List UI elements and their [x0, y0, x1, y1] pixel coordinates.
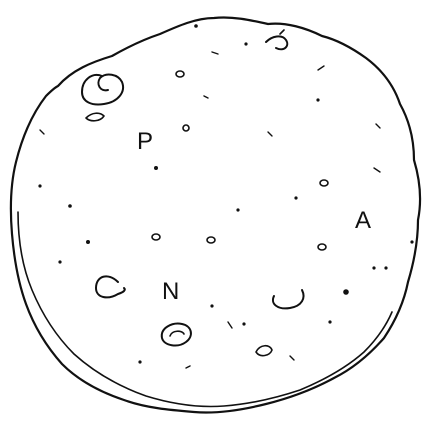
crumb-mark	[228, 322, 232, 328]
crumb-mark	[290, 356, 294, 360]
crumb-mark	[266, 36, 287, 49]
crumb-swirl	[86, 113, 104, 121]
crumb-mark	[186, 366, 190, 368]
crumb-swirl	[82, 75, 123, 105]
crumb-dot	[38, 184, 41, 187]
crumb-dot	[316, 98, 319, 101]
crumb-mark	[212, 52, 218, 54]
crumb-dot	[236, 208, 239, 211]
crumb-ring	[207, 237, 215, 243]
crumb-mark	[280, 30, 284, 34]
crumb-swirl	[273, 290, 304, 308]
crumb-mark	[268, 132, 272, 136]
crumb-ring	[318, 244, 326, 250]
crumb-dot	[194, 24, 198, 28]
crumb-dot	[410, 240, 413, 243]
crumb-mark	[40, 130, 44, 134]
label-p: P	[137, 130, 153, 154]
crumb-oval	[170, 331, 184, 336]
crumb-dot	[343, 289, 349, 295]
crumb-swirl	[96, 276, 125, 297]
crumb-ring	[183, 125, 189, 131]
crumb-dot	[328, 320, 331, 323]
crumb-dot	[154, 166, 158, 170]
crumb-ring	[320, 180, 328, 186]
crumb-dot	[294, 196, 297, 199]
crumb-mark	[376, 124, 380, 128]
label-a: A	[355, 209, 371, 233]
crumb-swirl	[256, 346, 272, 356]
crumb-mark	[204, 96, 208, 98]
crumb-ring	[176, 71, 184, 77]
crumb-dot	[86, 240, 90, 244]
crumb-dot	[244, 42, 247, 45]
label-n: N	[162, 280, 179, 304]
crumb-dot	[58, 260, 61, 263]
crumb-dot	[138, 360, 141, 363]
crumb-dot	[210, 304, 213, 307]
crumb-dot	[242, 322, 245, 325]
crumb-dot	[372, 266, 375, 269]
crumb-oval	[162, 324, 191, 346]
crumb-mark	[318, 66, 324, 70]
crumb-dot	[68, 204, 72, 208]
crumb-dot	[384, 266, 387, 269]
crumb-mark	[374, 168, 380, 172]
crumb-ring	[152, 234, 160, 240]
